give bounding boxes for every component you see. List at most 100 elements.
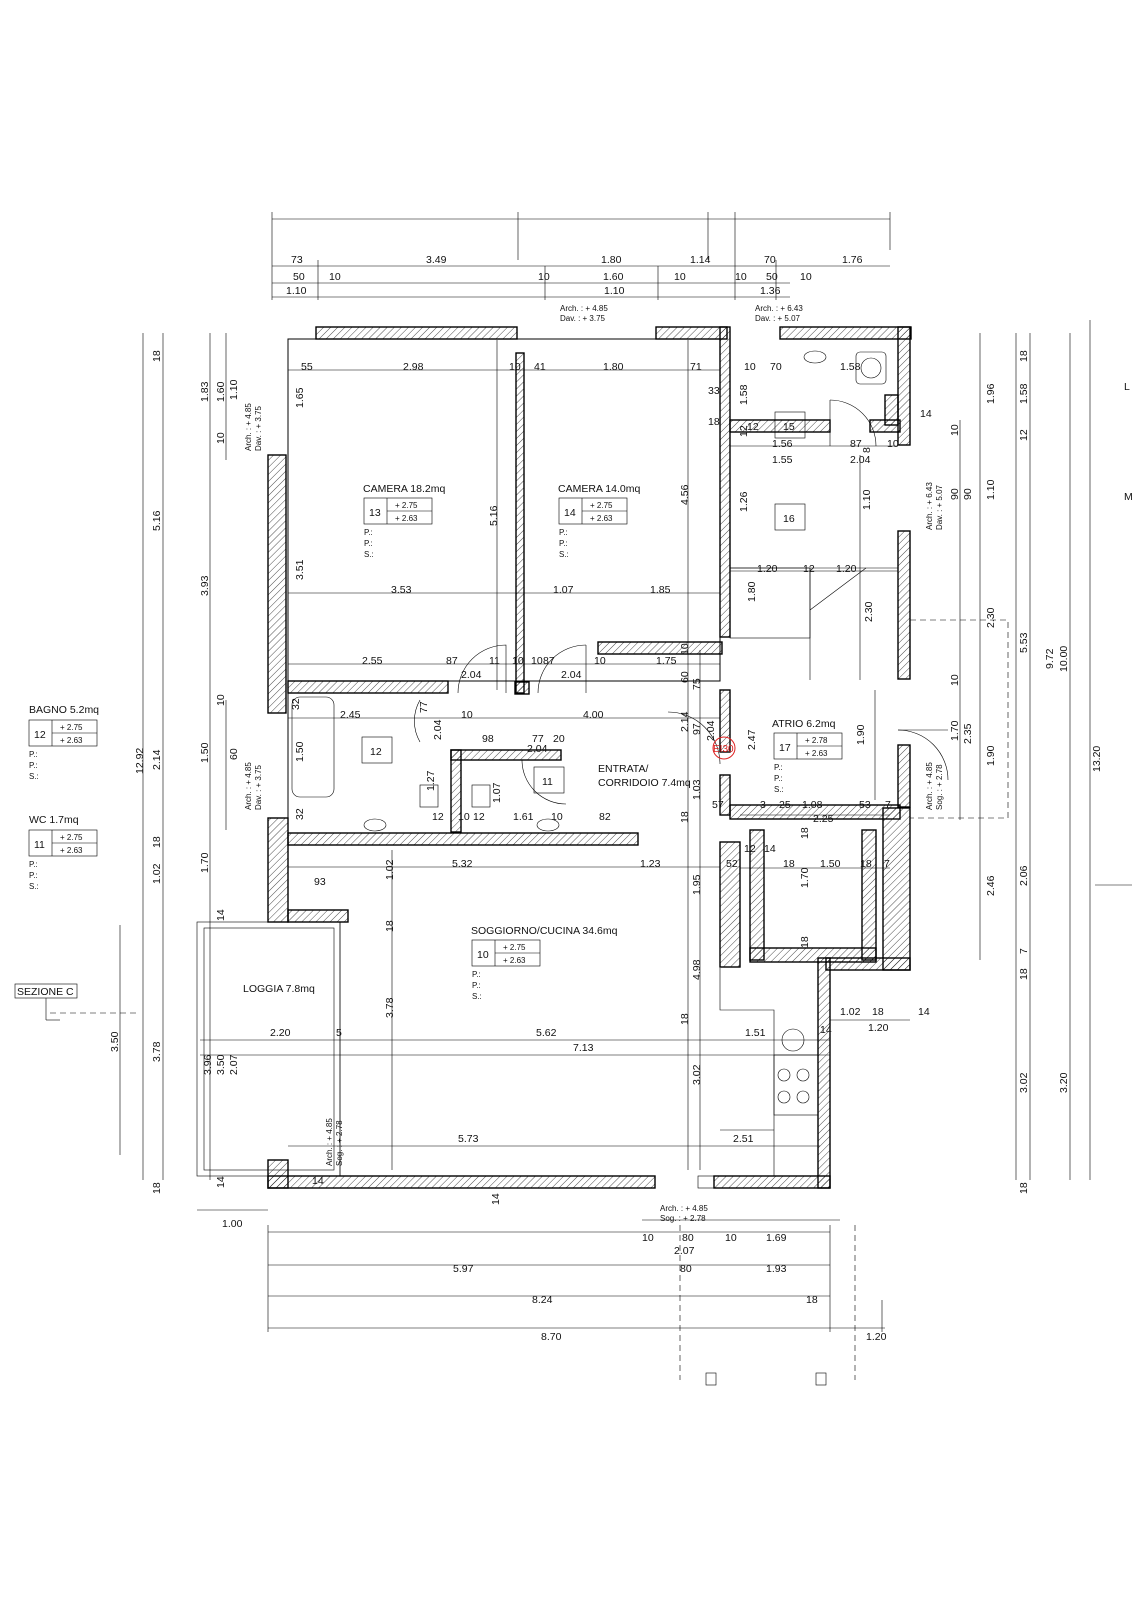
dav-note: Dav. : + 3.75 [254, 764, 263, 810]
p-label: P.: [29, 871, 38, 880]
dim-text: 1.80 [601, 254, 622, 266]
dim-text: 2.25 [813, 813, 834, 825]
dim-text: 1.76 [842, 254, 863, 266]
room-atrio-17: ATRIO 6.2mq 17 + 2.78 + 2.63 P.: P.: S.: [772, 718, 843, 794]
dim-text: 55 [301, 361, 313, 373]
dim-text: 4.98 [691, 959, 703, 980]
height-bottom: + 2.63 [395, 514, 418, 523]
dim-right: 18 1.96 1.58 12 1.10 90 90 10 5.53 9.72 … [949, 350, 1103, 1194]
dim-text: 2.04 [527, 743, 548, 755]
dim-text: 2.98 [403, 361, 424, 373]
dim-text: 1.70 [949, 720, 961, 741]
dim-text: 4.56 [679, 484, 691, 505]
dim-text: 1.65 [294, 387, 306, 408]
room-number: 17 [779, 742, 791, 754]
height-top: + 2.75 [60, 833, 83, 842]
dim-text: 1.70 [199, 852, 211, 873]
dim-text: 97 [691, 723, 703, 735]
room-12: 12 [361, 736, 393, 764]
room-number: 15 [783, 421, 795, 433]
doors [414, 399, 949, 1189]
dim-text: 18 [1018, 968, 1030, 980]
room-number: 12 [370, 746, 382, 758]
dim-text: 10 [949, 424, 961, 436]
ei30-marker: EI30 [712, 736, 736, 760]
dim-text: 1.10 [985, 479, 997, 500]
dim-text: 2.04 [461, 669, 482, 681]
dim-text: 5.97 [453, 1263, 474, 1275]
p-label: P.: [472, 970, 481, 979]
sezione-c-marker: SEZIONE C [14, 983, 78, 1021]
dim-text: 10 [800, 271, 812, 283]
dim-text: 18 [799, 827, 811, 839]
dim-text: 50 [293, 271, 305, 283]
height-bottom: + 2.63 [805, 749, 828, 758]
dim-text: 1.00 [222, 1218, 243, 1230]
dim-text: 1.70 [799, 867, 811, 888]
dim-text: 1.90 [985, 745, 997, 766]
dim-text: 1.93 [766, 1263, 787, 1275]
arch-note: Arch. : + 4.85 [244, 762, 253, 810]
height-top: + 2.78 [805, 736, 828, 745]
p-label: P.: [364, 539, 373, 548]
dim-text: 2.47 [746, 729, 758, 750]
entrata-label-1: ENTRATA/ [598, 763, 648, 775]
dim-text: 12 [432, 811, 444, 823]
dim-text: 53 [859, 799, 871, 811]
interior-lines [50, 338, 1132, 1380]
dim-text: 70 [764, 254, 776, 266]
dimension-lines [119, 212, 1091, 1332]
dim-text: 1.20 [866, 1331, 887, 1343]
dim-text: 11 [489, 655, 500, 667]
dim-text: 1.80 [746, 581, 758, 602]
room-15: 15 [774, 411, 806, 439]
height-top: + 2.75 [60, 723, 83, 732]
dim-text: 14 [215, 909, 227, 921]
cutoff-label: M [1124, 491, 1132, 503]
section-markers [705, 1372, 827, 1386]
dim-text: 3.50 [109, 1031, 121, 1052]
dim-text: 10 [509, 361, 521, 373]
dim-text: 7 [885, 799, 891, 811]
dim-text: 60 [228, 748, 240, 760]
room-number: 14 [564, 507, 576, 519]
dim-text: 1.02 [384, 859, 396, 880]
dim-text: 3.50 [215, 1054, 227, 1075]
dim-text: 14 [312, 1175, 324, 1187]
dim-text: 14 [920, 408, 932, 420]
dim-text: 90 [949, 488, 961, 500]
dim-text: 5.32 [452, 858, 473, 870]
s-label: S.: [364, 550, 374, 559]
room-11: 11 [533, 766, 565, 794]
dim-text: 1.85 [650, 584, 671, 596]
dim-text: 87 [850, 438, 862, 450]
dim-text: 8 [861, 447, 873, 453]
dim-text: 50 [766, 271, 778, 283]
dim-text: 2.35 [962, 723, 974, 744]
p-label: P.: [472, 981, 481, 990]
room-number: 10 [477, 949, 489, 961]
dim-text: 3 [760, 799, 766, 811]
dim-text: 32 [290, 698, 302, 710]
dim-text: 10 [642, 1232, 654, 1244]
dim-text: 77 [418, 701, 430, 713]
entrata-label-2: CORRIDOIO 7.4mq [598, 777, 691, 789]
dim-text: 3.96 [202, 1054, 214, 1075]
p-label: P.: [559, 528, 568, 537]
dim-text: 1.95 [691, 874, 703, 895]
dim-text: 71 [690, 361, 702, 373]
s-label: S.: [29, 882, 39, 891]
dim-text: 1.20 [836, 563, 857, 575]
dim-text: 2.30 [863, 601, 875, 622]
arch-note: Arch. : + 4.85 [244, 403, 253, 451]
height-bottom: + 2.63 [60, 846, 83, 855]
dim-text: 1.26 [738, 491, 750, 512]
dim-left: 18 5.16 1.83 1.10 1.60 3.93 10 12.92 2.1… [109, 350, 240, 1194]
walls [267, 326, 912, 1189]
dim-text: 10 [551, 811, 563, 823]
legend-number: 12 [34, 729, 46, 741]
dim-text: 10 [215, 694, 227, 706]
dim-text: 12 [473, 811, 485, 823]
dim-text: 1.58 [738, 384, 750, 405]
dim-text: 1.03 [691, 779, 703, 800]
